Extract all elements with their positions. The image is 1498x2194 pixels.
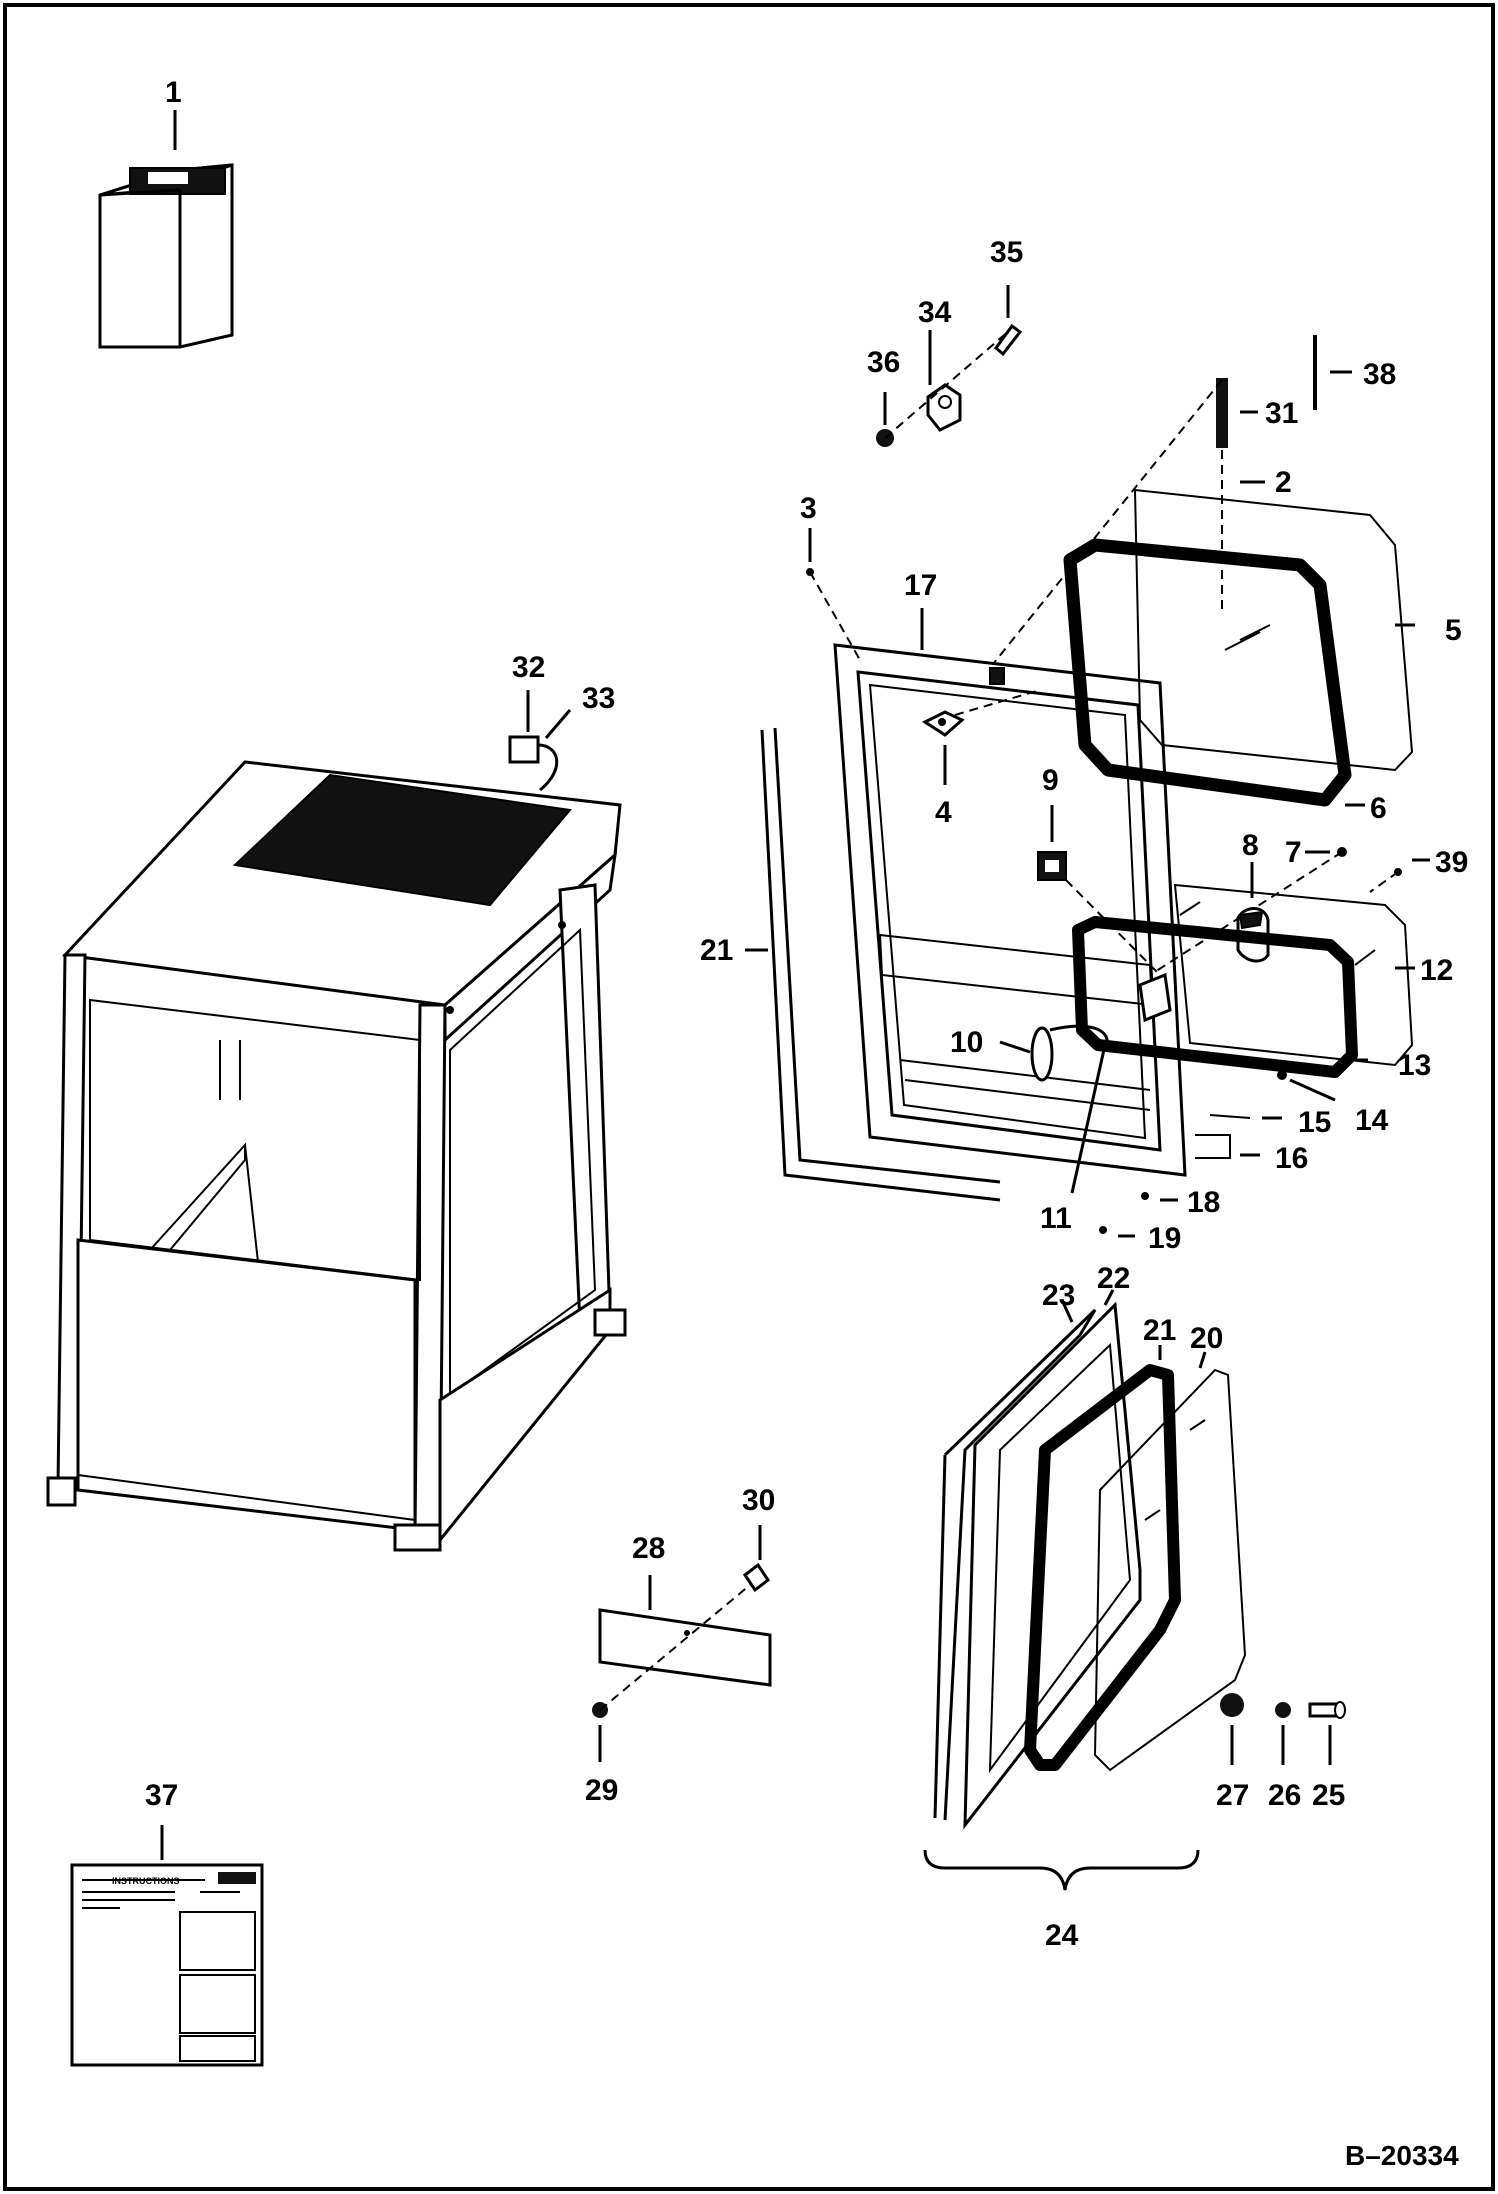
part-19-screw <box>1099 1226 1107 1234</box>
callout-9: 9 <box>1042 764 1059 797</box>
callout-21b: 21 <box>1143 1314 1176 1347</box>
part-26-washer <box>1275 1702 1291 1718</box>
part-23-outer-seal <box>933 1308 1097 1821</box>
part-20-window-glass <box>1093 1368 1247 1772</box>
callout-39: 39 <box>1435 846 1468 879</box>
callout-17: 17 <box>904 569 937 602</box>
part-4-bracket <box>921 710 965 737</box>
part-5-upper-glass <box>1133 488 1414 772</box>
part-25-screw <box>1308 1701 1346 1719</box>
assembly-24-brace <box>923 1849 1200 1891</box>
callout-12: 12 <box>1420 954 1453 987</box>
part-12-lower-glass <box>1173 883 1414 1067</box>
callout-20: 20 <box>1190 1322 1223 1355</box>
part-9-pad <box>1037 851 1067 881</box>
cab-frame <box>46 760 627 1552</box>
callout-28: 28 <box>632 1532 665 1565</box>
callout-11: 11 <box>1040 1202 1072 1235</box>
callout-24: 24 <box>1045 1919 1079 1952</box>
part-32-33-latch <box>508 735 559 792</box>
callout-21a: 21 <box>700 934 733 967</box>
part-6-upper-seal <box>1063 538 1352 807</box>
part-37-instruction-decal: INSTRUCTIONS <box>70 1863 264 2067</box>
callout-23: 23 <box>1042 1279 1075 1312</box>
part-14-screw <box>1277 1070 1287 1080</box>
part-22-frame <box>963 1301 1142 1830</box>
part-1-box <box>98 163 234 349</box>
callout-15: 15 <box>1298 1106 1331 1139</box>
part-35-bolt <box>993 323 1023 357</box>
callout-2: 2 <box>1275 466 1292 499</box>
callout-35: 35 <box>990 236 1023 269</box>
part-18-washer <box>1141 1192 1149 1200</box>
callout-4: 4 <box>935 796 952 829</box>
callout-27: 27 <box>1216 1779 1249 1812</box>
callout-38: 38 <box>1363 358 1396 391</box>
part-10-handle <box>1030 972 1172 1082</box>
part-30-bolt <box>742 1562 771 1593</box>
callout-36: 36 <box>867 346 900 379</box>
callout-34: 34 <box>918 296 952 329</box>
drawing-reference-number: B–20334 <box>1345 2140 1459 2171</box>
decal-heading: INSTRUCTIONS <box>112 1876 180 1886</box>
callout-30: 30 <box>742 1484 775 1517</box>
callout-26: 26 <box>1268 1779 1301 1812</box>
callout-37: 37 <box>145 1779 178 1812</box>
callout-5: 5 <box>1445 614 1462 647</box>
part-28-plate <box>598 1608 772 1687</box>
callout-29: 29 <box>585 1774 618 1807</box>
part-21-seal-strip <box>760 727 1001 1202</box>
callout-7: 7 <box>1285 836 1302 869</box>
part-13-lower-seal <box>1072 916 1358 1078</box>
callout-33: 33 <box>582 682 615 715</box>
callout-31: 31 <box>1265 397 1298 430</box>
callout-18: 18 <box>1187 1186 1220 1219</box>
part-31-pin <box>1216 378 1228 448</box>
callout-14: 14 <box>1355 1104 1389 1137</box>
callout-22: 22 <box>1097 1262 1130 1295</box>
drawing-border <box>3 3 1495 2191</box>
part-27-grommet <box>1220 1693 1244 1717</box>
callout-1: 1 <box>165 76 182 109</box>
callout-32: 32 <box>512 651 545 684</box>
callout-25: 25 <box>1312 1779 1345 1812</box>
callout-8: 8 <box>1242 829 1259 862</box>
part-21-window-seal <box>1024 1364 1181 1771</box>
callout-16: 16 <box>1275 1142 1308 1175</box>
part-17-door-frame <box>833 643 1187 1177</box>
part-34-hinge <box>926 383 962 432</box>
callout-3: 3 <box>800 492 817 525</box>
callout-19: 19 <box>1148 1222 1181 1255</box>
callout-6: 6 <box>1370 792 1387 825</box>
callout-10: 10 <box>950 1026 983 1059</box>
callout-13: 13 <box>1398 1049 1431 1082</box>
